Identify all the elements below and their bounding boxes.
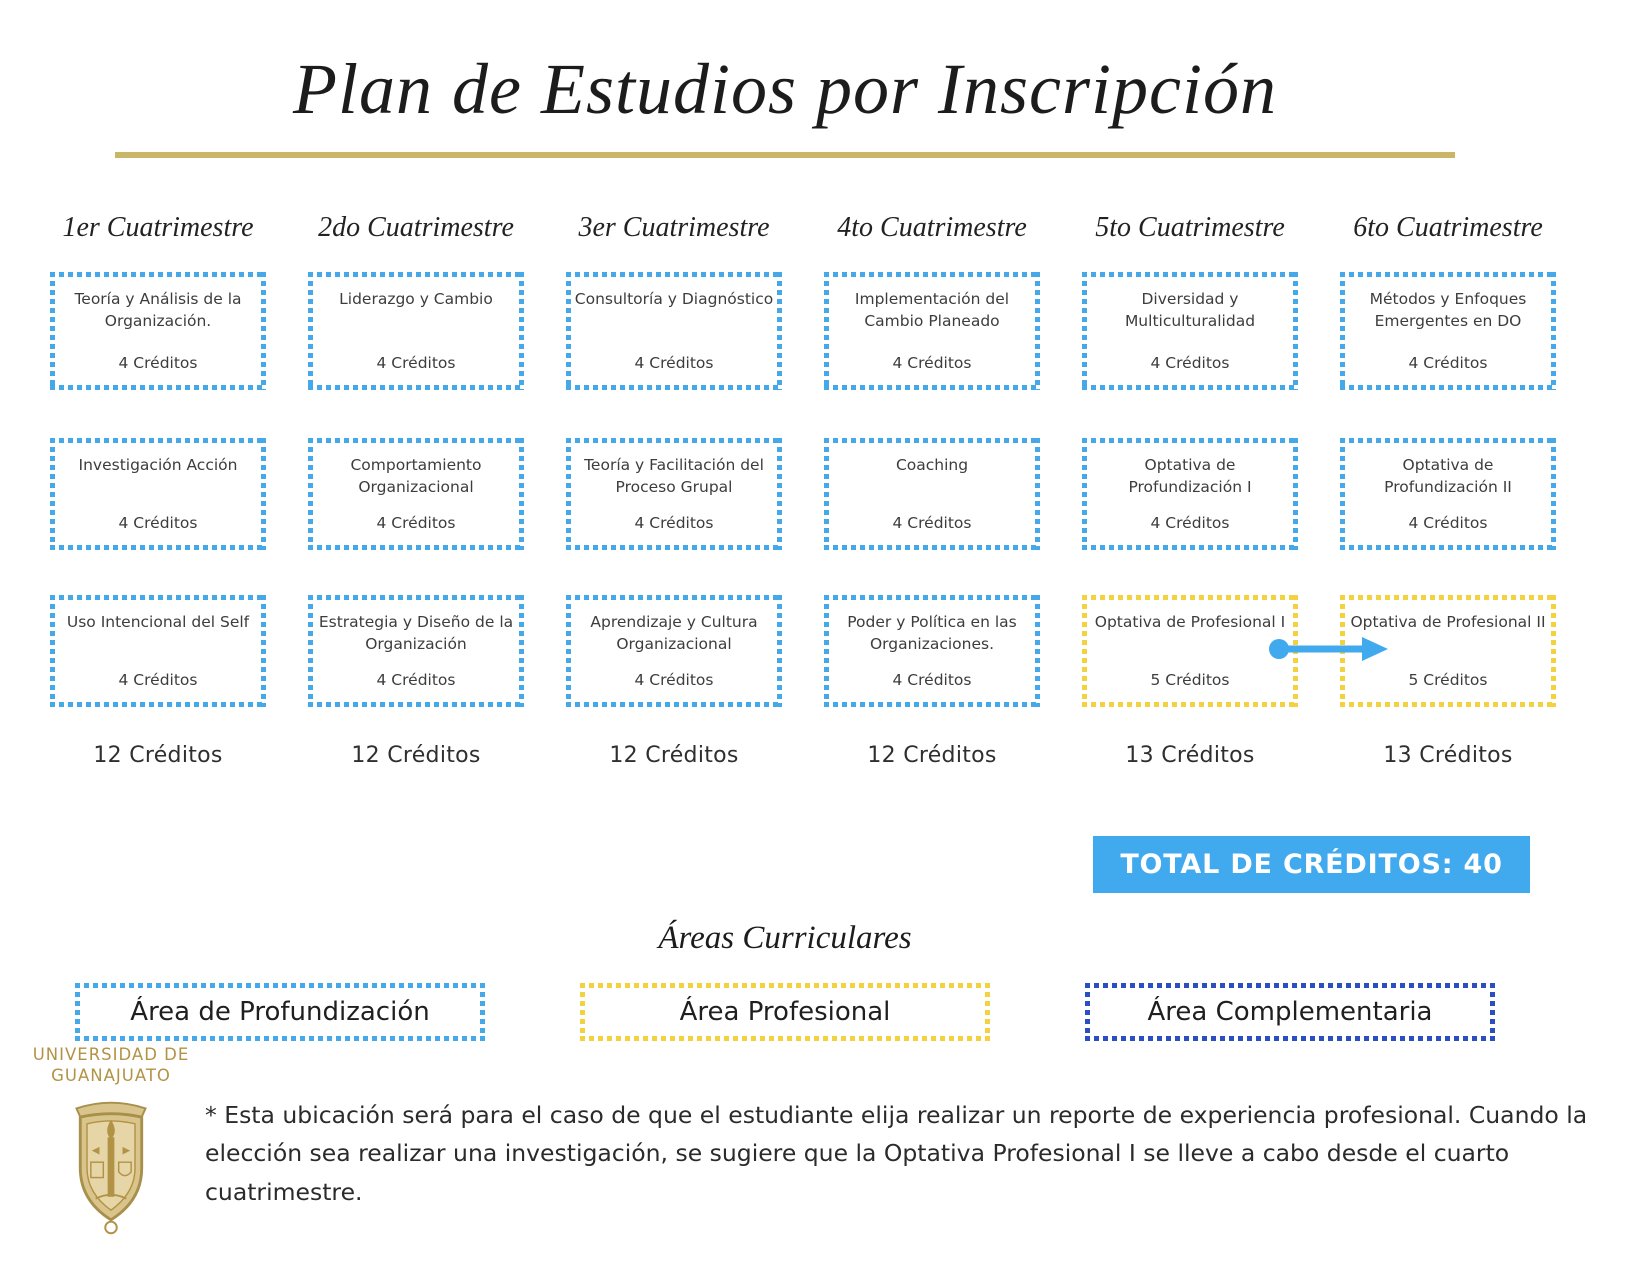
course-box: Estrategia y Diseño de la Organización 4… [308,595,524,707]
flow-arrow-icon [1269,637,1388,661]
course-credits: 4 Créditos [1150,354,1230,373]
column-total-credits: 12 Créditos [867,743,997,768]
university-name-line1: UNIVERSIDAD DE [32,1045,190,1064]
course-name: Optativa de Profesional I [1094,613,1286,631]
course-box: Consultoría y Diagnóstico 4 Créditos [566,272,782,390]
column-6to-cuatrimestre: 6to Cuatrimestre Métodos y Enfoques Emer… [1340,212,1556,768]
legend-label: Área de Profundización [130,997,430,1027]
course-credits: 4 Créditos [118,354,198,373]
course-name: Métodos y Enfoques Emergentes en DO [1369,290,1527,330]
column-1er-cuatrimestre: 1er Cuatrimestre Teoría y Análisis de la… [50,212,266,768]
course-name: Teoría y Análisis de la Organización. [74,290,242,330]
page-title: Plan de Estudios por Inscripción [293,49,1277,129]
course-box: Métodos y Enfoques Emergentes en DO 4 Cr… [1340,272,1556,390]
column-total-credits: 13 Créditos [1383,743,1513,768]
course-credits: 4 Créditos [376,354,456,373]
column-5to-cuatrimestre: 5to Cuatrimestre Diversidad y Multicultu… [1082,212,1298,768]
course-name: Optativa de Profundización I [1128,456,1252,496]
course-name: Diversidad y Multiculturalidad [1124,290,1256,330]
course-box: Comportamiento Organizacional 4 Créditos [308,438,524,550]
course-name: Liderazgo y Cambio [339,290,493,308]
course-box: Teoría y Análisis de la Organización. 4 … [50,272,266,390]
areas-heading: Áreas Curriculares [658,920,912,956]
course-credits: 4 Créditos [634,514,714,533]
curriculum-grid: 1er Cuatrimestre Teoría y Análisis de la… [50,212,1556,768]
course-name: Estrategia y Diseño de la Organización [318,613,514,653]
course-name: Investigación Acción [78,456,238,474]
course-credits: 4 Créditos [892,671,972,690]
course-box: Teoría y Facilitación del Proceso Grupal… [566,438,782,550]
column-total-credits: 12 Créditos [609,743,739,768]
course-box: Optativa de Profundización II 4 Créditos [1340,438,1556,550]
course-box: Optativa de Profundización I 4 Créditos [1082,438,1298,550]
column-4to-cuatrimestre: 4to Cuatrimestre Implementación del Camb… [824,212,1040,768]
course-credits: 4 Créditos [892,514,972,533]
column-3er-cuatrimestre: 3er Cuatrimestre Consultoría y Diagnósti… [566,212,782,768]
footnote-text: * Esta ubicación será para el caso de qu… [205,1101,1588,1206]
course-box: Coaching 4 Créditos [824,438,1040,550]
course-box: Liderazgo y Cambio 4 Créditos [308,272,524,390]
column-header: 3er Cuatrimestre [578,212,770,243]
course-name: Teoría y Facilitación del Proceso Grupal [584,456,764,496]
legend-label: Área Profesional [679,997,891,1027]
university-name-line2: GUANAJUATO [51,1066,171,1086]
course-credits: 4 Créditos [1408,354,1488,373]
course-name: Aprendizaje y Cultura Organizacional [590,613,758,653]
title-underline [115,152,1455,158]
course-box: Poder y Política en las Organizaciones. … [824,595,1040,707]
course-box: Diversidad y Multiculturalidad 4 Crédito… [1082,272,1298,390]
course-credits: 4 Créditos [118,671,198,690]
course-credits: 4 Créditos [1150,514,1230,533]
course-credits: 4 Créditos [634,671,714,690]
course-box: Investigación Acción 4 Créditos [50,438,266,550]
course-name: Coaching [895,456,969,474]
column-header: 1er Cuatrimestre [62,212,254,243]
column-header: 5to Cuatrimestre [1095,212,1285,243]
column-total-credits: 13 Créditos [1125,743,1255,768]
course-credits: 4 Créditos [376,671,456,690]
course-credits: 5 Créditos [1408,671,1488,690]
course-name: Uso Intencional del Self [66,613,250,631]
column-header: 2do Cuatrimestre [318,212,514,243]
legend-area-profundizacion: Área de Profundización [75,983,485,1041]
course-name: Consultoría y Diagnóstico [574,290,774,308]
university-logo: UNIVERSIDAD DE GUANAJUATO [18,1044,204,1245]
course-name: Comportamiento Organizacional [350,456,482,496]
total-credits-banner: TOTAL DE CRÉDITOS: 40 [1093,836,1530,893]
column-header: 4to Cuatrimestre [837,212,1027,243]
course-box: Implementación del Cambio Planeado 4 Cré… [824,272,1040,390]
university-name: UNIVERSIDAD DE GUANAJUATO [18,1044,204,1087]
legend-area-profesional: Área Profesional [580,983,990,1041]
legend-label: Área Complementaria [1147,997,1433,1027]
column-2do-cuatrimestre: 2do Cuatrimestre Liderazgo y Cambio 4 Cr… [308,212,524,768]
course-name: Optativa de Profesional II [1350,613,1546,631]
course-credits: 5 Créditos [1150,671,1230,690]
course-box: Aprendizaje y Cultura Organizacional 4 C… [566,595,782,707]
university-crest-icon [75,1101,147,1235]
course-box: Uso Intencional del Self 4 Créditos [50,595,266,707]
column-total-credits: 12 Créditos [351,743,481,768]
course-credits: 4 Créditos [634,354,714,373]
course-credits: 4 Créditos [892,354,972,373]
course-name: Poder y Política en las Organizaciones. [847,613,1017,653]
course-credits: 4 Créditos [118,514,198,533]
course-credits: 4 Créditos [1408,514,1488,533]
column-total-credits: 12 Créditos [93,743,223,768]
course-name: Implementación del Cambio Planeado [854,290,1010,330]
column-header: 6to Cuatrimestre [1353,212,1543,243]
course-box: Optativa de Profesional I 5 Créditos [1082,595,1298,707]
legend-area-complementaria: Área Complementaria [1085,983,1495,1041]
course-name: Optativa de Profundización II [1384,456,1512,496]
course-credits: 4 Créditos [376,514,456,533]
